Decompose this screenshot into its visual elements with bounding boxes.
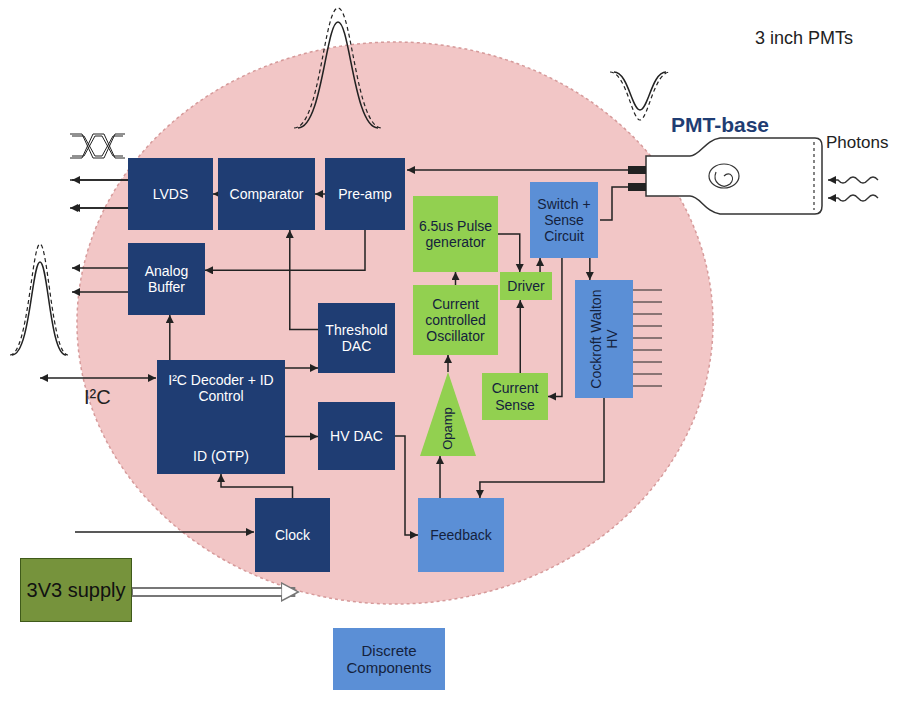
asic-block: Analog Buffer xyxy=(128,243,205,315)
signal-arrow xyxy=(395,436,418,535)
block-label: Analog Buffer xyxy=(131,263,202,295)
signal-arrow xyxy=(290,230,318,330)
components-box: Discrete Components xyxy=(333,628,445,690)
signal-arrow xyxy=(539,258,541,272)
signal-arrow xyxy=(285,367,318,369)
block-label: Pre-amp xyxy=(338,186,392,202)
board-title: PMT-base xyxy=(671,113,769,137)
diagram-label: Photons xyxy=(826,133,888,152)
block-label: LVDS xyxy=(153,186,189,202)
pmt-pulse xyxy=(610,72,670,120)
hv-wire xyxy=(600,187,628,220)
signal-arrow xyxy=(315,193,325,195)
photon xyxy=(828,195,878,201)
block-label: ID (OTP) xyxy=(193,448,249,464)
block-label: 6.5us Pulse generator xyxy=(416,218,495,250)
signal-arrow xyxy=(498,234,520,272)
block-label: Feedback xyxy=(430,527,491,543)
analog-block: 6.5us Pulse generator xyxy=(413,196,498,272)
asic-block: I²C Decoder + ID Control ID (OTP) xyxy=(157,360,285,474)
asic-block: Threshold DAC xyxy=(318,303,395,373)
signal-arrow xyxy=(169,315,171,360)
analog-waveform xyxy=(10,244,68,355)
pmt-pin xyxy=(628,183,646,191)
block-label: Switch + Sense Circuit xyxy=(533,196,595,244)
analog-output xyxy=(72,267,128,269)
block-label: Discrete Components xyxy=(336,642,442,677)
lvds-output xyxy=(72,207,128,209)
pulse-waveform xyxy=(294,8,382,128)
analog-block: Driver xyxy=(500,272,552,300)
asic-block: Clock xyxy=(255,498,330,572)
lvds-output xyxy=(72,179,128,181)
block-label: Opamp xyxy=(441,407,456,450)
hv-block: Switch + Sense Circuit xyxy=(530,182,598,258)
asic-block: Pre-amp xyxy=(325,158,405,230)
hv-block: Feedback xyxy=(418,498,504,572)
lvds-output xyxy=(70,180,128,208)
signal-arrow xyxy=(439,456,441,498)
diagram-label: I²C xyxy=(84,386,111,408)
analog-block: Current controlled Oscillator xyxy=(413,285,498,355)
hv-taps xyxy=(633,290,662,386)
block-label: Clock xyxy=(275,527,310,543)
opamp-triangle: Opamp xyxy=(420,372,476,456)
eye-diagram xyxy=(70,134,125,158)
diagram-label: 3 inch PMTs xyxy=(755,28,853,48)
block-label: HV DAC xyxy=(330,428,383,444)
block-label: Cockroft Walton HV xyxy=(588,284,620,394)
asic-block: Comparator xyxy=(218,158,315,230)
label-holder: Photons xyxy=(826,133,888,153)
signal-wire xyxy=(407,169,628,171)
signal-arrow xyxy=(589,258,591,280)
signal-arrow xyxy=(520,300,522,373)
hv-block: Cockroft Walton HV xyxy=(575,280,633,398)
pmt-pin xyxy=(628,166,646,174)
clock-input xyxy=(75,531,254,533)
dynode xyxy=(715,172,732,186)
signal-arrow xyxy=(455,272,457,285)
block-label: Driver xyxy=(507,278,544,294)
signal-arrow xyxy=(285,436,318,438)
pmt-body xyxy=(646,138,822,214)
board-shape xyxy=(77,42,713,604)
block-label: Comparator xyxy=(230,186,304,202)
i2c-bus xyxy=(40,377,156,379)
signal-arrow xyxy=(221,474,293,498)
pmt-pulse xyxy=(614,72,666,110)
block-label: 3V3 supply xyxy=(27,579,126,602)
dynode xyxy=(709,164,739,188)
analog-block: Current Sense xyxy=(482,373,548,420)
photon xyxy=(828,177,878,183)
label-holder: 3 inch PMTs xyxy=(755,28,853,49)
block-label: Threshold DAC xyxy=(321,322,392,354)
analog-waveform xyxy=(12,262,66,355)
block-label: I²C Decoder + ID Control xyxy=(161,372,281,404)
label-holder: I²C xyxy=(84,386,111,409)
board-outline: PMT-baseLVDSComparatorPre-ampSwitch + Se… xyxy=(75,40,715,606)
asic-block: HV DAC xyxy=(318,402,395,470)
block-label: Current controlled Oscillator xyxy=(416,296,495,344)
power-arrow-core xyxy=(133,589,281,595)
block-label: Current Sense xyxy=(485,380,545,412)
opamp-shape xyxy=(420,372,476,456)
power-arrow xyxy=(132,587,295,597)
photocathode xyxy=(813,142,814,210)
pulse-waveform xyxy=(298,22,378,128)
analog-output xyxy=(72,291,128,293)
signal-arrow xyxy=(447,355,449,372)
asic-block: LVDS xyxy=(128,158,213,230)
supply-box: 3V3 supply xyxy=(20,558,132,622)
signal-arrow xyxy=(205,230,365,270)
